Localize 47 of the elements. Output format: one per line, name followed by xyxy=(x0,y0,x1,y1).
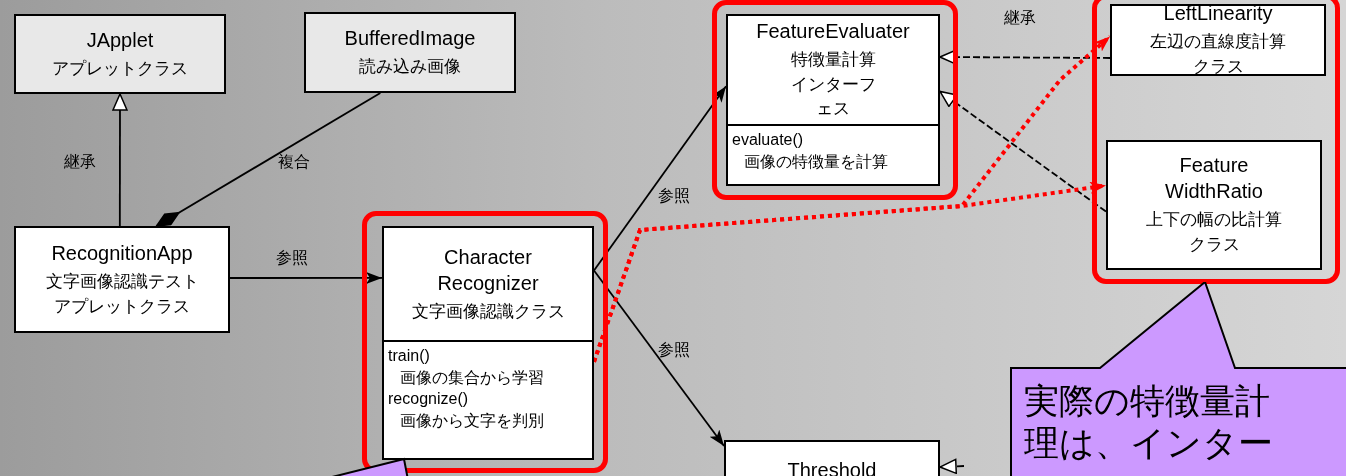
class-name: FeatureEvaluater xyxy=(756,19,910,45)
method-description: 画像の集合から学習 xyxy=(399,367,545,388)
class-box xyxy=(304,12,516,93)
class-name: Character Recognizer xyxy=(436,244,540,296)
dotted-arrow xyxy=(592,181,1107,363)
callout-text: 実際の特徴量計理は、インター xyxy=(1024,380,1274,464)
class-box xyxy=(726,14,940,186)
inheritance-arrow xyxy=(112,93,128,227)
class-name: BufferedImage xyxy=(344,26,476,52)
highlight-frame xyxy=(362,211,608,473)
speech-bubble xyxy=(1010,282,1346,476)
edge-label: 複合 xyxy=(278,152,310,172)
edge-label: 継承 xyxy=(1004,8,1036,28)
class-description: 文字画像認識クラス xyxy=(411,300,565,323)
inheritance-arrow xyxy=(939,90,1107,213)
class-description: 読み込み画像 xyxy=(359,56,461,79)
arrow xyxy=(593,85,727,272)
arrow xyxy=(593,269,725,447)
method-description: 画像から文字を判別 xyxy=(399,410,545,431)
composition-line xyxy=(155,92,382,227)
class-description: 特徴量計算インターフェス xyxy=(789,49,877,121)
class-box xyxy=(1110,4,1326,76)
class-box xyxy=(382,226,594,460)
class-box xyxy=(14,14,226,94)
class-box xyxy=(1106,140,1322,270)
class-name: Feature WidthRatio xyxy=(1164,153,1264,205)
inheritance-arrow xyxy=(939,49,1111,65)
class-name: JApplet xyxy=(86,27,154,53)
class-name: LeftLinearity xyxy=(1163,1,1273,27)
class-description: アプレットクラス xyxy=(52,57,188,80)
class-name: RecognitionApp xyxy=(51,240,193,266)
edge-label: 参照 xyxy=(658,186,690,206)
edge-label: 継承 xyxy=(64,152,96,172)
method-name: evaluate() xyxy=(732,130,805,150)
class-description: 左辺の直線度計算クラス xyxy=(1149,31,1287,78)
class-description: 上下の幅の比計算クラス xyxy=(1145,209,1283,256)
class-description: 文字画像認識テストアプレットクラス xyxy=(44,270,200,318)
inheritance-arrow xyxy=(939,458,965,475)
method-name: recognize() xyxy=(388,389,470,410)
edge-label: 参照 xyxy=(658,340,690,360)
method-description: 画像の特徴量を計算 xyxy=(743,151,889,172)
edge-label: 参照 xyxy=(276,248,308,268)
class-box xyxy=(14,226,230,333)
highlight-frame xyxy=(712,0,958,200)
arrow xyxy=(229,271,383,284)
method-name: train() xyxy=(388,346,431,366)
highlight-frame xyxy=(1092,0,1340,284)
